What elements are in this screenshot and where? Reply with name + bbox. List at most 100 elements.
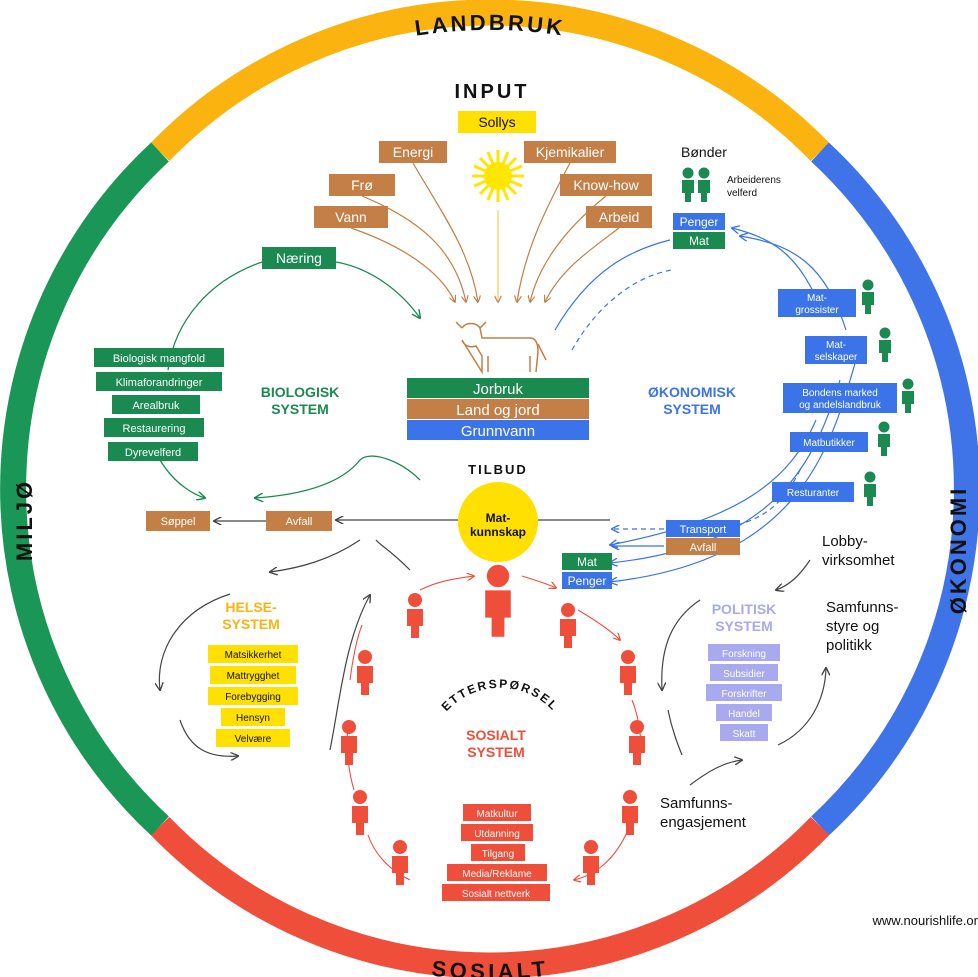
samfunnsstyre-label-1: Samfunns- (826, 599, 899, 616)
input-title: INPUT (455, 81, 530, 103)
svg-text:Kjemikalier: Kjemikalier (536, 144, 605, 160)
svg-text:Media/Reklame: Media/Reklame (462, 869, 532, 880)
bio-item-dyrevelferd: Dyrevelferd (108, 442, 198, 461)
input-sollys: Sollys (458, 111, 536, 133)
svg-text:Handel: Handel (728, 709, 760, 720)
helse-title-2: SYSTEM (222, 616, 280, 632)
top-mat-tag: Mat (673, 232, 725, 249)
svg-text:Vann: Vann (335, 209, 367, 225)
sosialt-item-tilgang: Tilgang (471, 844, 525, 861)
naering-tag: Næring (262, 247, 336, 269)
helse-item-forebygging: Forebygging (208, 687, 298, 705)
svg-text:Arealbruk: Arealbruk (132, 400, 180, 412)
sosialt-title-1: SOSIALT (466, 727, 526, 743)
svg-text:Arbeid: Arbeid (599, 209, 639, 225)
politisk-item-subsidier: Subsidier (710, 664, 778, 681)
person-icon (357, 650, 373, 695)
tilbud-label: TILBUD (468, 462, 528, 477)
svg-text:Utdanning: Utdanning (474, 829, 520, 840)
politisk-item-forskrifter: Forskrifter (706, 684, 782, 701)
person-icon (341, 720, 357, 765)
center-land-og-jord: Land og jord (407, 399, 589, 419)
ring-segment-landbruk (150, 0, 830, 162)
input-kjemikalier: Kjemikalier (524, 141, 616, 163)
svg-text:Biologisk mangfold: Biologisk mangfold (113, 353, 205, 365)
helse-title-1: HELSE- (225, 599, 277, 615)
bio-item-klimaforandringer: Klimaforandringer (96, 372, 222, 391)
svg-text:Søppel: Søppel (161, 516, 196, 528)
svg-text:Know-how: Know-how (573, 177, 639, 193)
biologisk-title-2: SYSTEM (271, 401, 329, 417)
sosialt-item-utdanning: Utdanning (461, 824, 533, 841)
svg-text:Penger: Penger (680, 215, 719, 229)
helse-items: Matsikkerhet Mattrygghet Forebygging Hen… (208, 645, 298, 747)
helse-item-mattrygghet: Mattrygghet (210, 666, 296, 684)
svg-text:Jorbruk: Jorbruk (473, 381, 524, 398)
ring-segment-okonomi (811, 142, 978, 836)
person-icon (622, 790, 638, 835)
svg-text:Tilgang: Tilgang (482, 849, 514, 860)
svg-text:Avfall: Avfall (286, 516, 313, 528)
svg-text:Mattrygghet: Mattrygghet (227, 671, 280, 682)
sosialt-item-media-reklame: Media/Reklame (447, 864, 547, 881)
person-icon (583, 840, 599, 885)
lobby-label-1: Lobby- (822, 533, 868, 550)
biologisk-items: Biologisk mangfold Klimaforandringer Are… (94, 348, 224, 461)
input-arrows (350, 162, 620, 302)
svg-text:Sollys: Sollys (478, 114, 515, 130)
svg-text:Matkultur: Matkultur (476, 809, 518, 820)
arbeiderens-velferd-2: velferd (727, 188, 757, 199)
lobby-label-2: virksomhet (822, 552, 895, 569)
ring-label-sosialt: SOSIALT (431, 956, 550, 977)
person-icon (620, 650, 636, 695)
svg-text:Matsikkerhet: Matsikkerhet (225, 650, 282, 661)
svg-text:Mat: Mat (577, 555, 598, 569)
ring-label-miljo: MILJØ (12, 479, 37, 561)
svg-text:Resturanter: Resturanter (787, 488, 840, 499)
bio-item-restaurering: Restaurering (104, 418, 204, 437)
svg-text:Næring: Næring (276, 250, 322, 266)
svg-text:Forebygging: Forebygging (225, 692, 281, 703)
eco-matbutikker: Matbutikker (790, 432, 868, 452)
svg-text:Skatt: Skatt (733, 729, 756, 740)
matbutikker-person-icon (878, 421, 890, 456)
svg-text:selskaper: selskaper (815, 352, 858, 363)
biologisk-title-1: BIOLOGISK (261, 384, 340, 400)
svg-text:Avfall: Avfall (690, 542, 717, 554)
sosialt-item-matkultur: Matkultur (463, 804, 531, 821)
person-icon (629, 720, 645, 765)
bonder-label: Bønder (681, 144, 727, 160)
selskaper-person-icon (879, 327, 891, 362)
matkunnskap-circle: Mat- kunnskap (458, 482, 538, 562)
politisk-cycle-arrows (662, 559, 826, 786)
svg-text:Forskrifter: Forskrifter (722, 689, 768, 700)
svg-text:Subsidier: Subsidier (723, 669, 765, 680)
sosialt-item-sosialt-nettverk: Sosialt nettverk (442, 884, 550, 901)
engasjement-label-1: Samfunns- (660, 795, 733, 812)
center-stack: Jorbruk Land og jord Grunnvann (407, 378, 589, 440)
svg-text:Mat-: Mat- (807, 293, 827, 304)
politisk-item-forskning: Forskning (708, 644, 780, 661)
bottom-mat-tag: Mat (562, 553, 612, 570)
bio-item-biologisk-mangfold: Biologisk mangfold (94, 348, 224, 367)
svg-text:Mat-: Mat- (826, 340, 846, 351)
input-energi: Energi (379, 141, 447, 163)
sosialt-items: Matkultur Utdanning Tilgang Media/Reklam… (442, 804, 550, 901)
avfall-right-tag: Avfall (666, 538, 740, 555)
okonomisk-title-2: SYSTEM (663, 401, 721, 417)
helse-item-hensyn: Hensyn (221, 708, 285, 726)
ring-label-okonomi: ØKONOMI (946, 486, 971, 615)
bottom-penger-tag: Penger (562, 572, 612, 589)
svg-text:Mat: Mat (689, 234, 710, 248)
ettersporsel-label: ETTERSPØRSEL (439, 677, 562, 714)
footer-url: www.nourishlife.or (872, 913, 978, 928)
svg-text:Grunnvann: Grunnvann (461, 423, 535, 440)
grossister-person-icon (862, 279, 874, 314)
svg-text:Bondens marked: Bondens marked (802, 388, 878, 399)
biologisk-cycle-arrows (159, 261, 420, 498)
center-grunnvann: Grunnvann (407, 420, 589, 440)
eco-bondens-marked: Bondens marked og andelslandbruk (783, 383, 897, 413)
soppel-tag: Søppel (146, 511, 210, 531)
samfunnsstyre-label-3: politikk (826, 637, 872, 654)
